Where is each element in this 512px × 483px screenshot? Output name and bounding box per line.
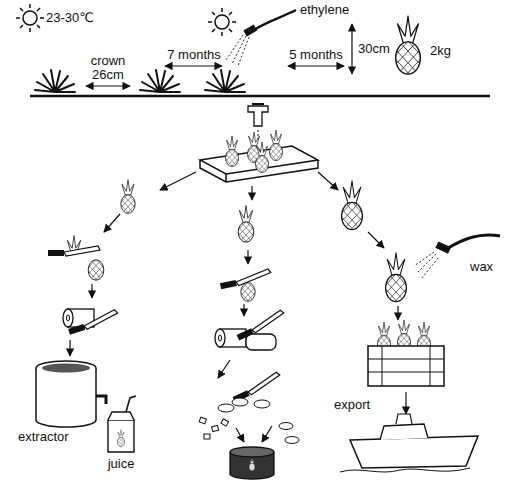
label-text: ethylene (300, 3, 349, 17)
label-text: export (334, 398, 370, 412)
flow-arrow (70, 172, 406, 442)
canning-process (199, 206, 299, 479)
label-text: 7 months (167, 48, 220, 62)
label-text: 26cm (92, 68, 124, 82)
label-text: crown (91, 54, 126, 68)
export-process (339, 181, 500, 472)
label-text: 23-30℃ (46, 11, 94, 25)
label-text: 5 months (289, 48, 342, 62)
growth-stage (16, 4, 490, 96)
label-text: juice (108, 457, 135, 471)
label-text: wax (470, 260, 493, 274)
label-text: 30cm (358, 42, 390, 56)
label-text: extractor (18, 430, 69, 444)
juice-process (36, 180, 137, 452)
label-text: 2kg (430, 44, 451, 58)
washing-tray (200, 104, 318, 182)
